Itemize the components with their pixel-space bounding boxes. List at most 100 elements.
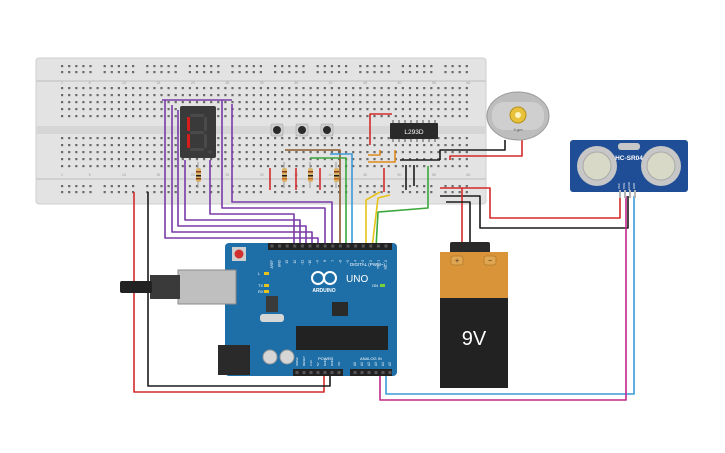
terminal-hole[interactable] [380,165,383,168]
rail-hole[interactable] [444,65,447,68]
terminal-hole[interactable] [160,158,163,161]
terminal-hole[interactable] [61,115,64,118]
terminal-hole[interactable] [316,144,319,147]
rail-hole[interactable] [401,191,404,194]
rail-hole[interactable] [323,65,326,68]
terminal-hole[interactable] [437,137,440,140]
terminal-hole[interactable] [330,137,333,140]
terminal-hole[interactable] [295,158,298,161]
terminal-hole[interactable] [238,101,241,104]
terminal-hole[interactable] [394,101,397,104]
terminal-hole[interactable] [160,101,163,104]
rail-hole[interactable] [110,191,113,194]
terminal-hole[interactable] [437,94,440,97]
terminal-hole[interactable] [401,165,404,168]
terminal-hole[interactable] [281,151,284,154]
rail-hole[interactable] [160,185,163,188]
rail-hole[interactable] [238,71,241,74]
power-pin-socket[interactable] [316,371,320,374]
wire-green-2[interactable] [375,166,429,249]
rail-hole[interactable] [174,65,177,68]
power-pin-socket[interactable] [330,371,334,374]
terminal-hole[interactable] [345,94,348,97]
terminal-hole[interactable] [323,115,326,118]
terminal-hole[interactable] [444,87,447,90]
terminal-hole[interactable] [458,87,461,90]
rail-hole[interactable] [110,71,113,74]
terminal-hole[interactable] [416,87,419,90]
rail-hole[interactable] [423,71,426,74]
terminal-hole[interactable] [195,94,199,97]
digital-pin-socket[interactable] [293,244,297,248]
terminal-hole[interactable] [181,94,184,97]
terminal-hole[interactable] [103,87,106,90]
terminal-hole[interactable] [139,87,142,90]
terminal-hole[interactable] [366,144,369,147]
terminal-hole[interactable] [316,87,319,90]
terminal-hole[interactable] [465,115,468,118]
terminal-hole[interactable] [217,94,220,97]
rail-hole[interactable] [103,71,106,74]
wire-green-1[interactable] [310,157,347,248]
terminal-hole[interactable] [160,151,163,154]
terminal-hole[interactable] [458,115,461,118]
terminal-hole[interactable] [203,94,206,97]
digital-pin-socket[interactable] [369,244,373,248]
rail-hole[interactable] [82,65,85,68]
terminal-hole[interactable] [401,87,404,90]
terminal-hole[interactable] [458,137,461,140]
terminal-hole[interactable] [465,144,468,147]
sensor-pin-gnd[interactable] [634,190,636,198]
terminal-hole[interactable] [451,144,454,147]
terminal-hole[interactable] [408,158,412,161]
terminal-hole[interactable] [366,115,369,118]
terminal-hole[interactable] [146,158,149,161]
rail-hole[interactable] [465,71,468,74]
terminal-hole[interactable] [110,115,113,118]
rail-hole[interactable] [110,65,113,68]
terminal-hole[interactable] [423,108,426,111]
terminal-hole[interactable] [316,151,319,154]
terminal-hole[interactable] [146,101,149,104]
rail-hole[interactable] [288,71,291,74]
terminal-hole[interactable] [203,101,206,104]
terminal-hole[interactable] [437,101,440,104]
terminal-hole[interactable] [188,87,191,90]
terminal-hole[interactable] [444,151,447,154]
terminal-hole[interactable] [96,87,99,90]
terminal-hole[interactable] [68,165,71,168]
terminal-hole[interactable] [224,101,227,104]
terminal-hole[interactable] [345,115,348,118]
terminal-hole[interactable] [217,137,220,140]
terminal-hole[interactable] [167,144,170,147]
terminal-hole[interactable] [281,144,284,147]
rail-hole[interactable] [110,185,113,188]
terminal-hole[interactable] [103,144,106,147]
terminal-hole[interactable] [132,151,135,154]
terminal-hole[interactable] [359,165,362,168]
rail-hole[interactable] [330,191,333,194]
terminal-hole[interactable] [430,87,433,90]
terminal-hole[interactable] [288,151,291,154]
terminal-hole[interactable] [366,165,369,168]
digital-pin-socket[interactable] [270,244,274,248]
rail-hole[interactable] [117,191,120,194]
terminal-hole[interactable] [75,144,78,147]
terminal-hole[interactable] [110,94,113,97]
rail-hole[interactable] [103,65,106,68]
terminal-hole[interactable] [231,94,234,97]
terminal-hole[interactable] [124,108,128,111]
terminal-hole[interactable] [295,94,298,97]
terminal-hole[interactable] [323,165,326,168]
rail-hole[interactable] [337,191,341,194]
terminal-hole[interactable] [167,87,170,90]
terminal-hole[interactable] [408,94,412,97]
rail-hole[interactable] [75,65,78,68]
terminal-hole[interactable] [68,101,71,104]
sensor-pin-trig[interactable] [624,190,626,198]
terminal-hole[interactable] [309,144,312,147]
rail-hole[interactable] [203,191,206,194]
terminal-hole[interactable] [366,87,369,90]
terminal-hole[interactable] [316,165,319,168]
digital-pin-socket[interactable] [384,244,388,248]
